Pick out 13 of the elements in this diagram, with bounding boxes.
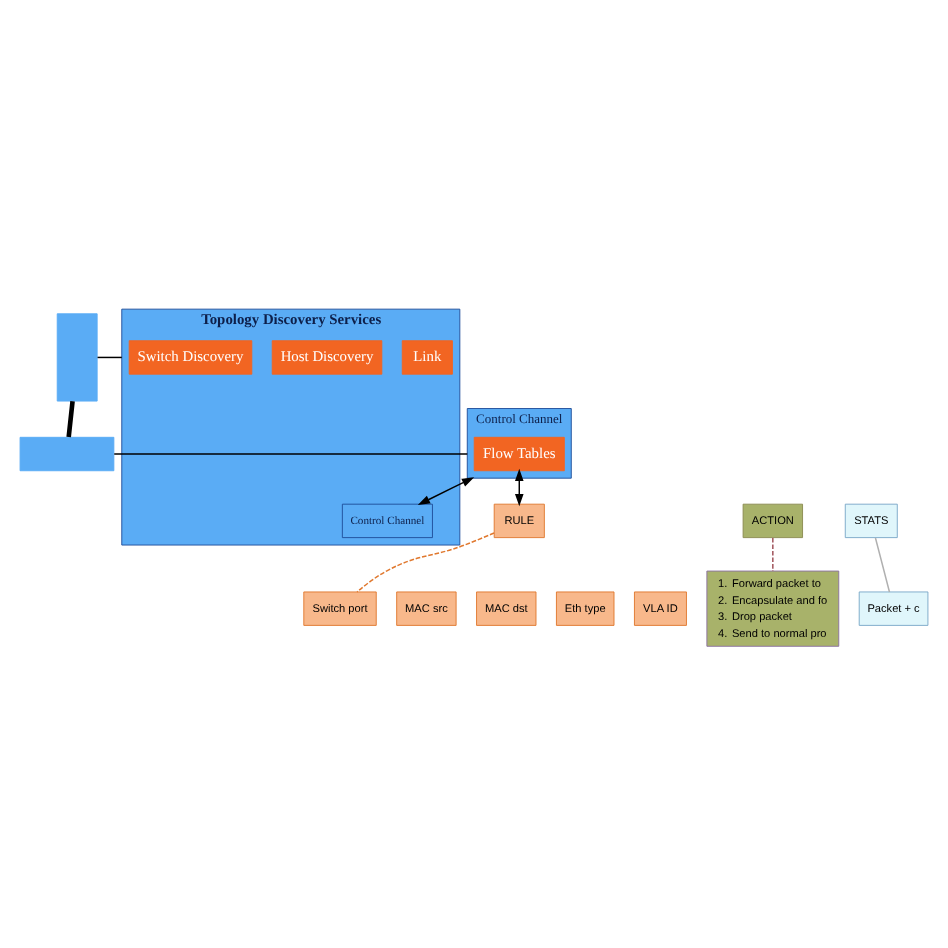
- node-box: [19, 436, 115, 472]
- node-box: Flow Tables: [473, 436, 565, 472]
- node-box: Switch Discovery: [128, 340, 253, 375]
- node-box: [56, 313, 98, 402]
- arrow: [417, 477, 475, 505]
- connector: [356, 532, 495, 593]
- connector: [874, 537, 891, 593]
- connector: [113, 453, 468, 455]
- connector: [66, 401, 75, 438]
- connector: [96, 356, 123, 359]
- connector: [772, 537, 774, 572]
- node-box: Link: [401, 340, 453, 375]
- node-box: Host Discovery: [271, 340, 383, 375]
